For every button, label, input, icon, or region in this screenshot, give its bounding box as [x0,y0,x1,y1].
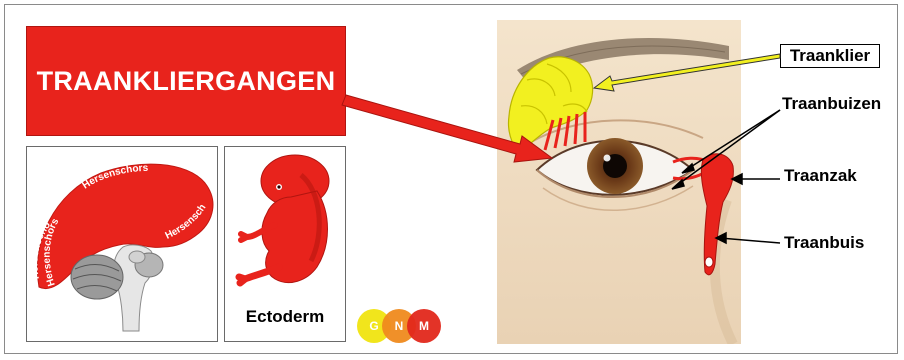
logo-letter-n: N [395,319,404,333]
brain-panel: Hersenschors Hersenschors Hersenschors H… [26,146,218,342]
embryo-panel: Ectoderm [224,146,346,342]
eye-illustration [497,20,741,344]
embryo-illustration [225,147,345,297]
logo-letter-g: G [369,319,378,333]
traanklier-label: Traanklier [790,46,870,66]
brain-illustration: Hersenschors Hersenschors Hersenschors H… [27,147,217,341]
traanbuis-label: Traanbuis [784,233,864,253]
title: TRAANKLIERGANGEN [37,66,336,97]
gnm-logo: G N M [354,306,446,346]
ectoderm-label: Ectoderm [225,307,345,327]
traanklier-label-box: Traanklier [780,44,880,68]
traanbuizen-label: Traanbuizen [782,94,881,114]
title-box: TRAANKLIERGANGEN [26,26,346,136]
traanzak-label: Traanzak [784,166,857,186]
logo-letter-m: M [419,319,429,333]
